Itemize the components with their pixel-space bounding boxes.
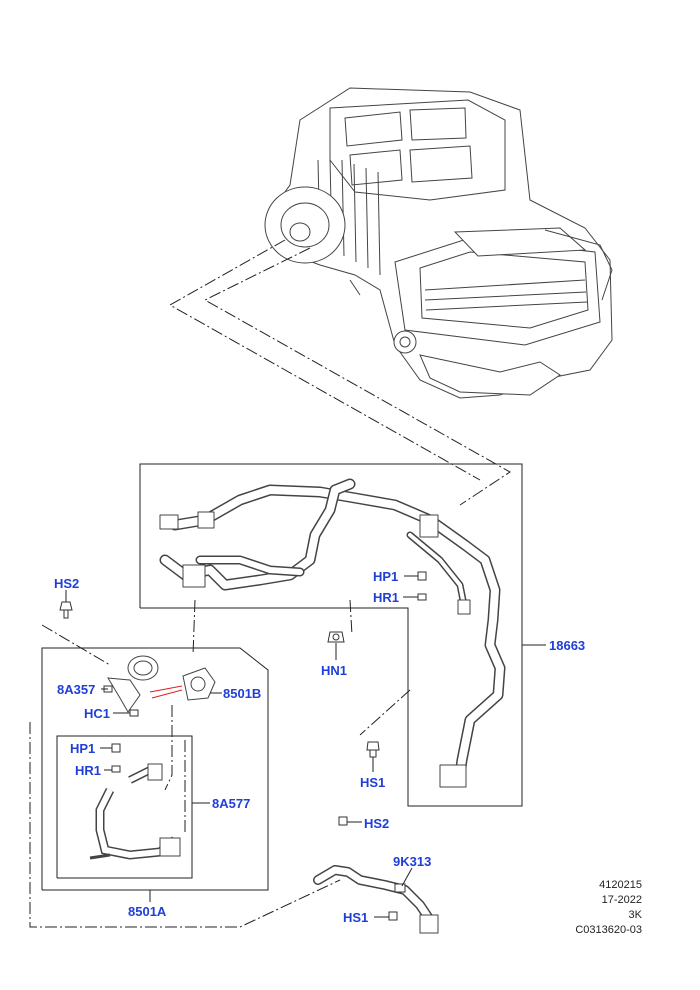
box-18663: [139, 463, 523, 807]
clip-hp1-left: [111, 743, 121, 753]
clip-hr1-right: [417, 593, 427, 601]
ref-line-1: 4120215: [599, 879, 642, 891]
callout-hp1-right[interactable]: HP1: [373, 569, 398, 584]
bracket-8a357: [107, 677, 141, 713]
fasteners: [59, 571, 427, 921]
callout-hs1-bottom[interactable]: HS1: [343, 910, 368, 925]
callout-hs2-left[interactable]: HS2: [54, 576, 79, 591]
pump-and-hose-illustration: [89, 655, 216, 860]
bolt-hs2-left: [59, 601, 73, 619]
hose-9k313-illustration: [313, 865, 439, 934]
callout-18663[interactable]: 18663: [549, 638, 585, 653]
callout-labels: HS2 8A357 HC1 8501B HP1 HR1 8A577 8501A …: [54, 569, 585, 925]
callout-8a357[interactable]: 8A357: [57, 682, 95, 697]
highlight-line-1: [149, 685, 183, 693]
highlight-line-2: [151, 689, 183, 699]
bolt-hs1-bottom: [388, 911, 398, 921]
box-8501a: [41, 647, 269, 891]
ref-line-2: 17-2022: [601, 894, 642, 906]
callout-hs2-bottom[interactable]: HS2: [364, 816, 389, 831]
callout-8a577[interactable]: 8A577: [212, 796, 250, 811]
callout-9k313[interactable]: 9K313: [393, 854, 431, 869]
callout-hr1-left[interactable]: HR1: [75, 763, 101, 778]
callout-hn1[interactable]: HN1: [321, 663, 347, 678]
callout-leaders: [65, 575, 546, 918]
callout-hp1-left[interactable]: HP1: [70, 741, 95, 756]
ref-line-4: C0313620-03: [575, 924, 642, 936]
ref-line-3: 3K: [628, 909, 642, 921]
clip-hp1-right: [417, 571, 427, 581]
bolt-hs1-mid: [366, 741, 380, 758]
assembly-boxes: [41, 463, 523, 891]
bolt-hs2-bottom: [338, 816, 348, 826]
clip-hc1: [129, 709, 139, 717]
callout-8501a[interactable]: 8501A: [128, 904, 167, 919]
clip-9k313: [394, 883, 406, 893]
callout-hr1-right[interactable]: HR1: [373, 590, 399, 605]
box-8a577: [56, 735, 193, 879]
hose-18663-illustration: [159, 478, 506, 788]
connection-leaders: [29, 239, 511, 928]
callout-8501b[interactable]: 8501B: [223, 686, 261, 701]
reference-block: 4120215 17-2022 3K C0313620-03: [575, 878, 642, 938]
clip-hr1-left: [111, 765, 121, 773]
hvac-unit-illustration: [264, 87, 613, 399]
callout-hs1-mid[interactable]: HS1: [360, 775, 385, 790]
callout-hc1[interactable]: HC1: [84, 706, 110, 721]
